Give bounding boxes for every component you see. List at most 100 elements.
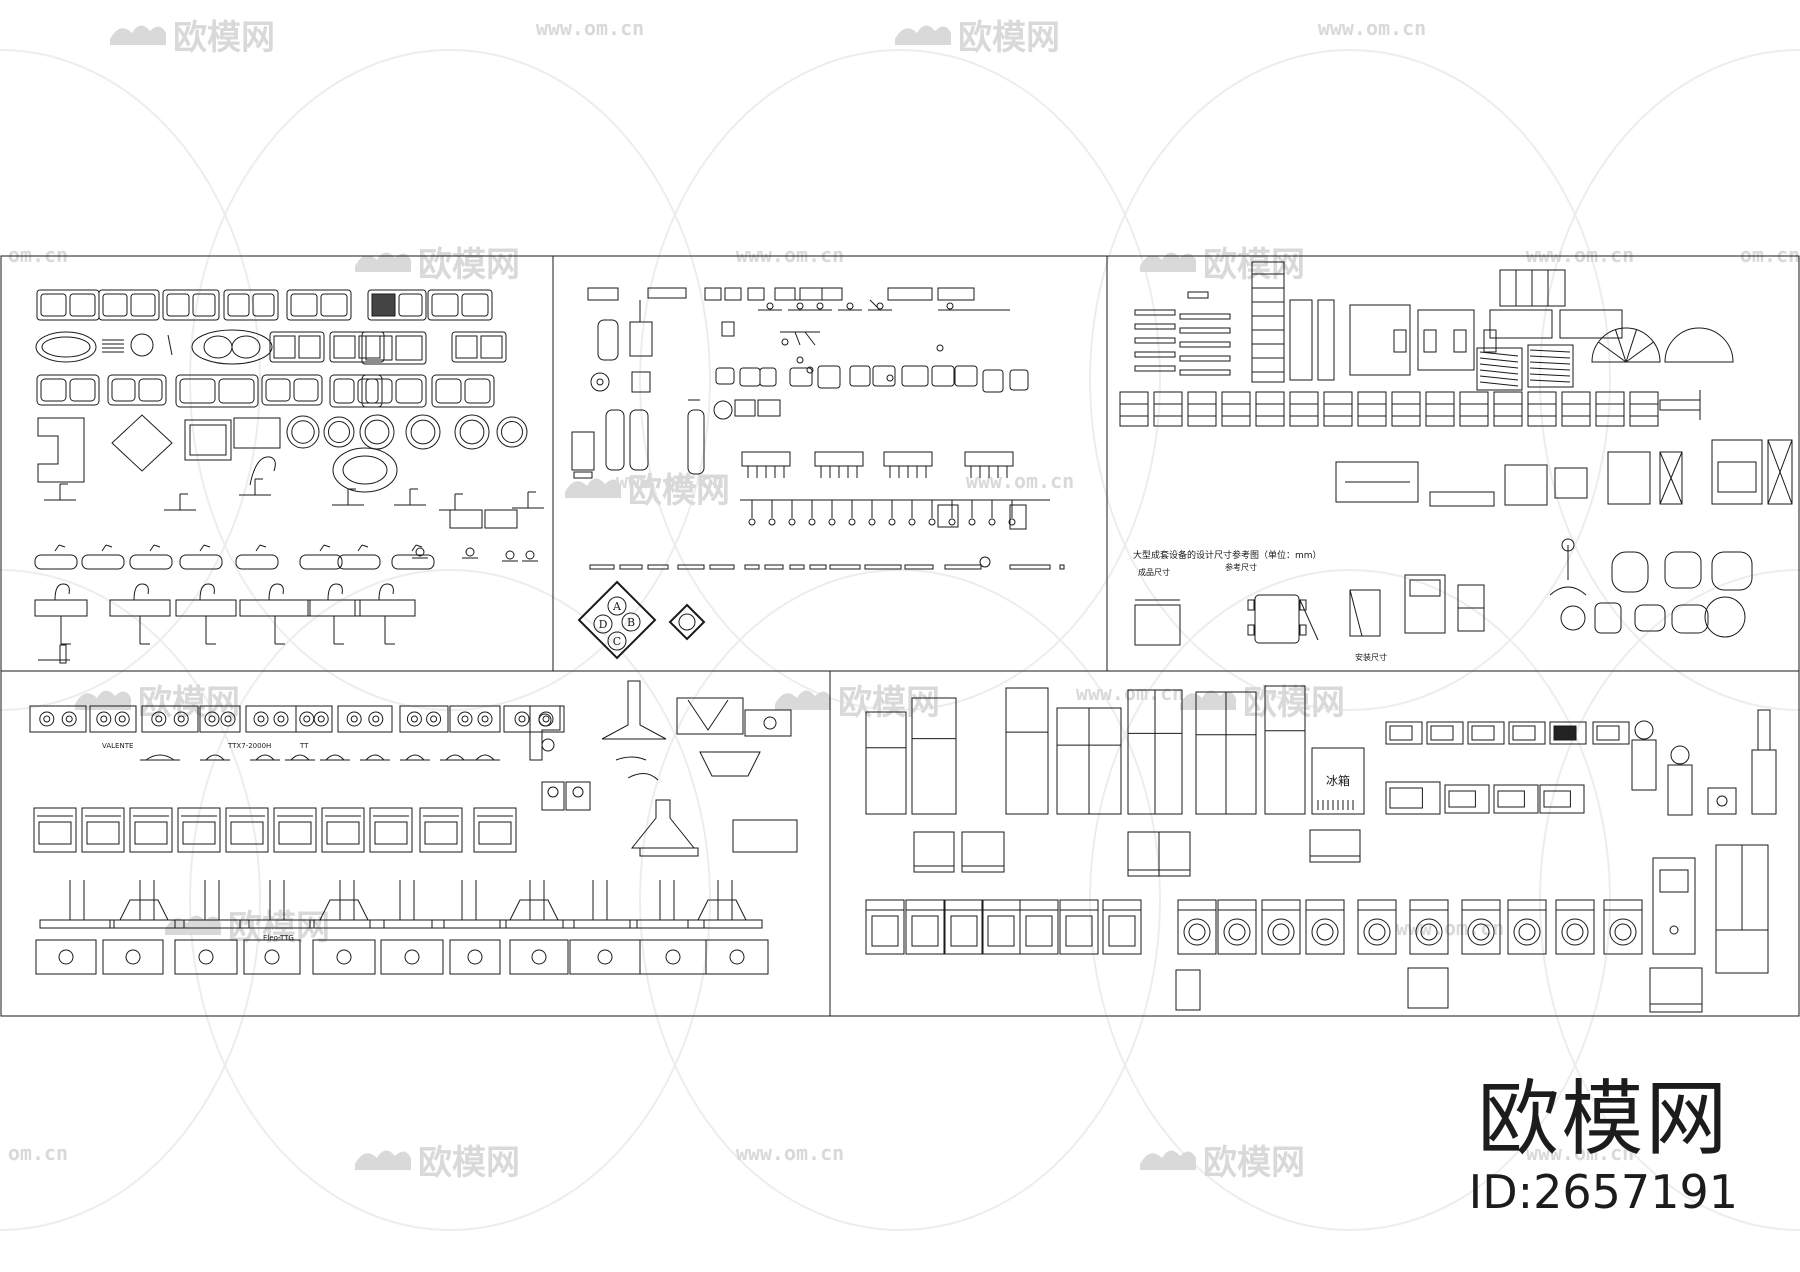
tool-bars: [589, 556, 1065, 570]
watermark-sofa-icon: [1180, 690, 1236, 710]
watermark-arc: [0, 569, 261, 1231]
dimension-label: 安装尺寸: [1355, 652, 1387, 662]
watermark-logo: 欧模网: [75, 683, 240, 723]
sink-block: [367, 289, 427, 321]
corner-sink: [111, 414, 173, 472]
fridge-label: 冰箱: [1326, 773, 1350, 788]
sink-block: [361, 374, 427, 408]
watermark-sofa-icon: [110, 25, 166, 45]
sink-block: [431, 374, 495, 408]
watermark-url: www.om.cn: [1318, 16, 1426, 40]
watermark-url: www.om.cn: [966, 469, 1074, 493]
watermark-logo: 欧模网: [1140, 245, 1305, 285]
cooking-panel: VALENTE TTX7-2000H TT Eleo-TTG: [29, 680, 798, 975]
watermark-logo-text: 欧模网: [1203, 245, 1305, 285]
sink-block: [175, 374, 259, 408]
sink-block: [427, 289, 493, 321]
watermark-logo: 欧模网: [565, 471, 730, 511]
watermark-sofa-icon: [355, 252, 411, 272]
water-dispensers: [1631, 709, 1777, 816]
watermark-sofa-icon: [1140, 1150, 1196, 1170]
watermark-sofa-icon: [75, 690, 131, 710]
undermount-row: [34, 544, 538, 570]
dining-chairs: [1549, 538, 1753, 638]
diamond-letter: A: [612, 600, 622, 613]
watermark-url: www.om.cn: [1526, 1141, 1634, 1165]
watermark-sofa-icon: [895, 25, 951, 45]
watermark-logo: 欧模网: [355, 245, 520, 285]
refrigerators: 冰箱: [865, 685, 1365, 877]
watermark-logo-text: 欧模网: [1203, 1143, 1305, 1183]
diamond-legend: AD BC: [577, 580, 706, 660]
watermark-logo: 欧模网: [1140, 1143, 1305, 1183]
watermark-logo-text: 欧模网: [418, 1143, 520, 1183]
dimension-label: 参考尺寸: [1225, 562, 1257, 572]
hood-plans: Eleo-TTG: [35, 934, 769, 975]
hob-model-label: TT: [299, 742, 309, 750]
gas-hobs: VALENTE TTX7-2000H TT: [29, 705, 565, 761]
model-id: ID:2657191: [1468, 1165, 1738, 1219]
sink-block: [329, 374, 383, 408]
watermark-url-fragment: om.cn: [8, 1141, 68, 1165]
diamond-letter: B: [627, 616, 635, 629]
watermark-sofa-icon: [355, 1150, 411, 1170]
watermark-logo-text: 欧模网: [173, 18, 275, 58]
brand-block: 欧模网 ID:2657191: [1468, 1074, 1738, 1219]
watermark-logo-text: 欧模网: [628, 471, 730, 511]
basin: [405, 414, 441, 450]
watermark-arc: [0, 49, 261, 711]
watermark-sofa-icon: [775, 690, 831, 710]
basin: [323, 416, 355, 448]
cookware-row: [140, 754, 500, 761]
watermark-logo: 欧模网: [1180, 683, 1345, 723]
sink-block: [107, 374, 167, 406]
watermark-arc: [1089, 49, 1611, 711]
cabinet-row: [1119, 390, 1701, 427]
watermark-url-fragment: om.cn: [8, 243, 68, 267]
oval-sink: [35, 331, 97, 363]
sink-elevations: [34, 583, 416, 664]
diamond-letter: C: [613, 635, 621, 648]
corner-counter: [37, 417, 85, 483]
diamond-letter: D: [599, 618, 608, 631]
panel-frames: [0, 255, 1800, 1017]
watermark-logo: 欧模网: [895, 18, 1060, 58]
sink-block: [36, 374, 100, 406]
watermark-logo: 欧模网: [775, 683, 940, 723]
sink-block: [361, 331, 427, 365]
watermark-logo: 欧模网: [110, 18, 275, 58]
sink-block: [286, 289, 352, 321]
double-oval-sink: [191, 329, 273, 365]
fixture-row: [587, 287, 1029, 420]
dimension-note: 大型成套设备的设计尺寸参考图（单位：mm）: [1133, 549, 1322, 561]
basin: [496, 416, 528, 448]
shelving: [1134, 261, 1734, 391]
range-hoods: [39, 880, 763, 929]
watermark-url: www.om.cn: [536, 16, 644, 40]
sink-block: [261, 374, 323, 406]
watermark-logo-text: 欧模网: [418, 245, 520, 285]
basin: [359, 414, 395, 450]
water-heaters: [571, 399, 705, 479]
watermark-url: www.om.cn: [1076, 681, 1184, 705]
hob-model-label: TTX7-2000H: [227, 742, 271, 750]
basin: [286, 415, 320, 449]
hob-brand-label: VALENTE: [102, 742, 133, 750]
watermark-sofa-icon: [1140, 252, 1196, 272]
watermark-logo-text: 欧模网: [958, 18, 1060, 58]
watermark-logo-text: 欧模网: [1243, 683, 1345, 723]
faucet-row: [44, 478, 544, 511]
watermark-url: www.om.cn: [736, 243, 844, 267]
watermark-logo: 欧模网: [355, 1143, 520, 1183]
top-row-frame: [0, 255, 1800, 672]
hood-model-label: Eleo-TTG: [263, 934, 294, 942]
sinks-panel: [34, 289, 544, 664]
utilities-panel: AD BC: [571, 287, 1065, 660]
sink-block: [162, 289, 220, 321]
microwaves: [1385, 721, 1630, 815]
sink-block: [36, 289, 100, 321]
